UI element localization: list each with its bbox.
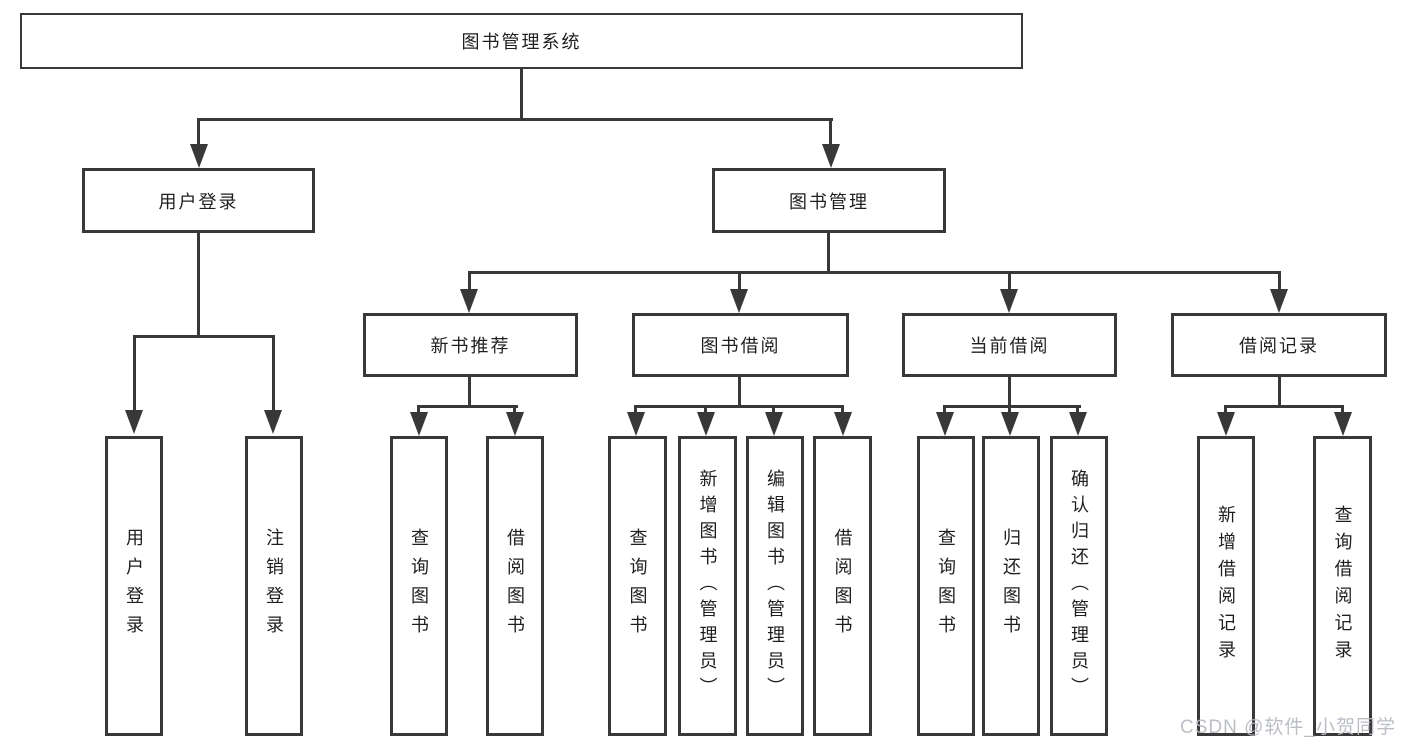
arrowhead-down-icon — [765, 412, 783, 436]
connector-line — [197, 118, 200, 150]
node-current-borrow: 当前借阅 — [902, 313, 1117, 377]
leaf-node-query-books-3: 查询图书 — [917, 436, 975, 736]
connector-line — [1008, 405, 1011, 415]
arrowhead-down-icon — [1001, 412, 1019, 436]
connector-line — [468, 271, 1281, 274]
leaf-label: 新增图书（管理员） — [697, 469, 718, 703]
leaf-node-query-borrow-record: 查询借阅记录 — [1313, 436, 1372, 736]
leaf-label: 新增借阅记录 — [1216, 505, 1236, 667]
leaf-label: 查询图书 — [409, 528, 429, 644]
connector-line — [943, 405, 1081, 408]
leaf-label: 归还图书 — [1001, 528, 1021, 644]
leaf-label: 借阅图书 — [505, 528, 525, 644]
arrowhead-down-icon — [1000, 289, 1018, 313]
arrowhead-down-icon — [125, 410, 143, 434]
node-new-book-recommend: 新书推荐 — [363, 313, 578, 377]
node-label: 用户登录 — [158, 191, 239, 212]
arrowhead-down-icon — [936, 412, 954, 436]
connector-line — [1224, 405, 1227, 415]
node-borrow-record: 借阅记录 — [1171, 313, 1387, 377]
connector-line — [197, 118, 833, 121]
leaf-label: 查询借阅记录 — [1332, 505, 1353, 667]
node-root-system: 图书管理系统 — [20, 13, 1023, 69]
csdn-watermark: CSDN @软件_小贺同学 — [1180, 717, 1396, 738]
connector-line — [133, 335, 275, 338]
node-label: 图书管理系统 — [461, 32, 582, 52]
connector-line — [1278, 271, 1281, 291]
leaf-node-return-books: 归还图书 — [982, 436, 1040, 736]
leaf-node-add-borrow-record: 新增借阅记录 — [1197, 436, 1255, 736]
connector-line — [634, 405, 637, 415]
connector-line — [1076, 405, 1079, 415]
connector-line — [1278, 377, 1281, 408]
connector-line — [1224, 405, 1344, 408]
arrowhead-down-icon — [190, 144, 208, 168]
arrowhead-down-icon — [410, 412, 428, 436]
leaf-node-confirm-return-admin: 确认归还（管理员） — [1050, 436, 1108, 736]
arrowhead-down-icon — [822, 144, 840, 168]
leaf-label: 注销登录 — [264, 528, 284, 644]
leaf-node-add-book-admin: 新增图书（管理员） — [678, 436, 737, 736]
arrowhead-down-icon — [1217, 412, 1235, 436]
node-label: 图书管理 — [789, 191, 869, 212]
leaf-node-user-login: 用户登录 — [105, 436, 163, 736]
arrowhead-down-icon — [264, 410, 282, 434]
leaf-label: 借阅图书 — [832, 528, 853, 644]
arrowhead-down-icon — [627, 412, 645, 436]
arrowhead-down-icon — [460, 289, 478, 313]
leaf-node-query-books-1: 查询图书 — [390, 436, 448, 736]
leaf-node-query-books-2: 查询图书 — [608, 436, 667, 736]
connector-line — [468, 271, 471, 291]
arrowhead-down-icon — [1069, 412, 1087, 436]
connector-line — [468, 377, 471, 408]
leaf-label: 用户登录 — [124, 528, 144, 644]
leaf-label: 编辑图书（管理员） — [765, 469, 785, 703]
connector-line — [197, 233, 200, 337]
node-user-login: 用户登录 — [82, 168, 315, 233]
connector-line — [1008, 271, 1011, 291]
connector-line — [634, 405, 844, 408]
node-label: 当前借阅 — [969, 336, 1050, 356]
connector-line — [738, 271, 741, 291]
arrowhead-down-icon — [1270, 289, 1288, 313]
arrowhead-down-icon — [697, 412, 715, 436]
connector-line — [133, 335, 136, 412]
connector-line — [704, 405, 707, 415]
node-label: 借阅记录 — [1239, 336, 1319, 356]
leaf-label: 查询图书 — [627, 528, 648, 644]
connector-line — [827, 233, 830, 274]
leaf-node-borrow-books-1: 借阅图书 — [486, 436, 544, 736]
connector-line — [738, 377, 741, 408]
leaf-node-borrow-books-2: 借阅图书 — [813, 436, 872, 736]
leaf-label: 查询图书 — [936, 528, 956, 644]
connector-line — [417, 405, 518, 408]
node-book-management: 图书管理 — [712, 168, 946, 233]
connector-line — [272, 335, 275, 412]
connector-line — [417, 405, 420, 415]
leaf-label: 确认归还（管理员） — [1069, 469, 1089, 703]
leaf-node-logout: 注销登录 — [245, 436, 303, 736]
arrowhead-down-icon — [506, 412, 524, 436]
connector-line — [829, 118, 832, 150]
node-book-borrow: 图书借阅 — [632, 313, 849, 377]
connector-line — [1008, 377, 1011, 408]
connector-line — [943, 405, 946, 415]
node-label: 新书推荐 — [430, 336, 511, 356]
connector-line — [513, 405, 516, 415]
connector-line — [1341, 405, 1344, 415]
arrowhead-down-icon — [834, 412, 852, 436]
leaf-node-edit-book-admin: 编辑图书（管理员） — [746, 436, 804, 736]
connector-line — [841, 405, 844, 415]
connector-line — [520, 69, 523, 120]
connector-line — [772, 405, 775, 415]
arrowhead-down-icon — [1334, 412, 1352, 436]
arrowhead-down-icon — [730, 289, 748, 313]
node-label: 图书借阅 — [700, 336, 781, 356]
